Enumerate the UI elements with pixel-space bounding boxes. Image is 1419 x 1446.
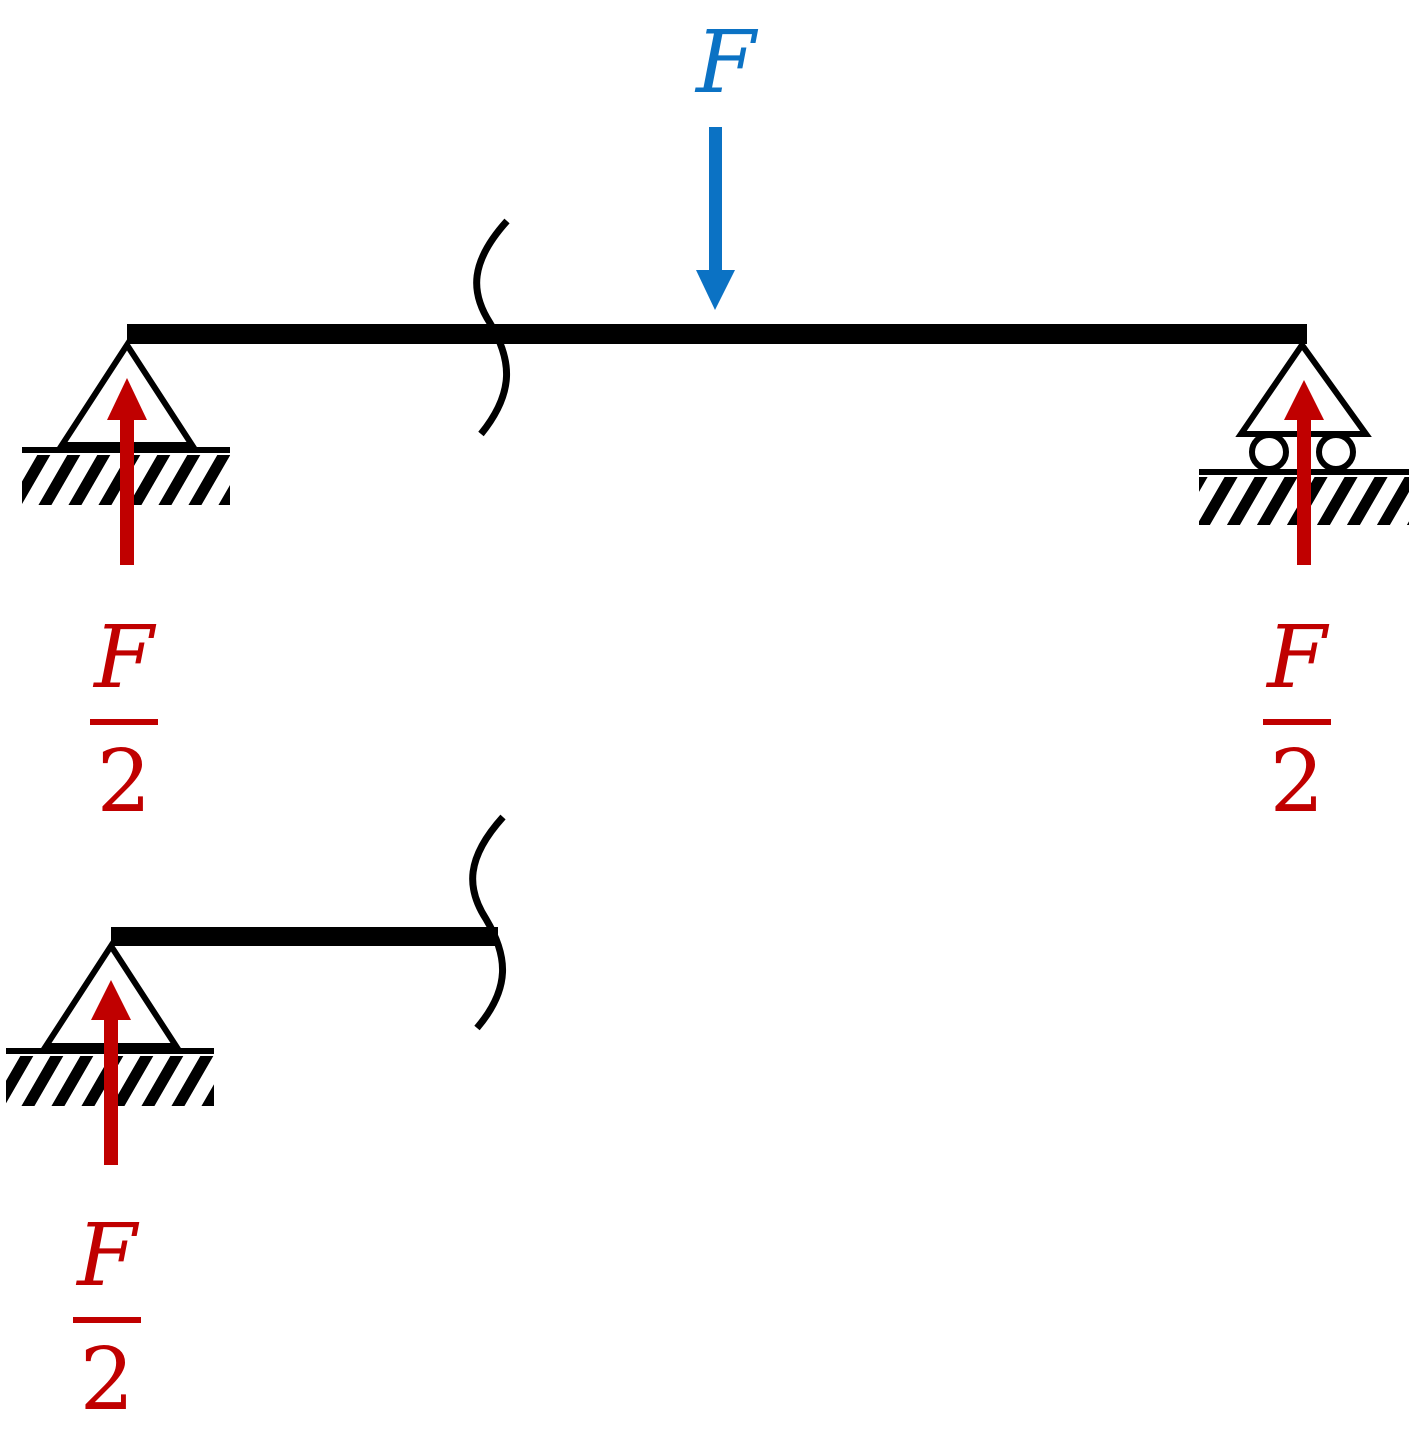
fraction-bar — [1263, 719, 1331, 725]
bottom-beam-segment — [6, 814, 506, 1165]
fraction-denominator: 2 — [96, 732, 152, 832]
left-top-reaction-label: F 2 — [79, 615, 169, 825]
left-reaction-arrow — [107, 378, 147, 565]
fraction-bar — [90, 719, 158, 725]
right-reaction-arrow — [1284, 380, 1324, 565]
top-beam — [127, 324, 1307, 344]
fraction-denominator: 2 — [1269, 732, 1325, 832]
right-top-reaction-label: F 2 — [1252, 615, 1342, 825]
bottom-beam — [111, 927, 498, 946]
fraction-numerator: F — [94, 608, 154, 708]
fraction-numerator: F — [1267, 608, 1327, 708]
fraction-bar — [73, 1317, 141, 1323]
fraction-numerator: F — [77, 1206, 137, 1306]
applied-load-arrow — [696, 127, 735, 310]
left-bottom-reaction-label: F 2 — [62, 1213, 152, 1423]
top-beam-assembly — [22, 127, 1409, 565]
top-section-cut-icon — [473, 218, 510, 437]
applied-load-label: F — [696, 13, 756, 113]
fraction-denominator: 2 — [79, 1330, 135, 1430]
bottom-section-cut-icon — [469, 814, 506, 1031]
bottom-reaction-arrow — [91, 980, 131, 1165]
